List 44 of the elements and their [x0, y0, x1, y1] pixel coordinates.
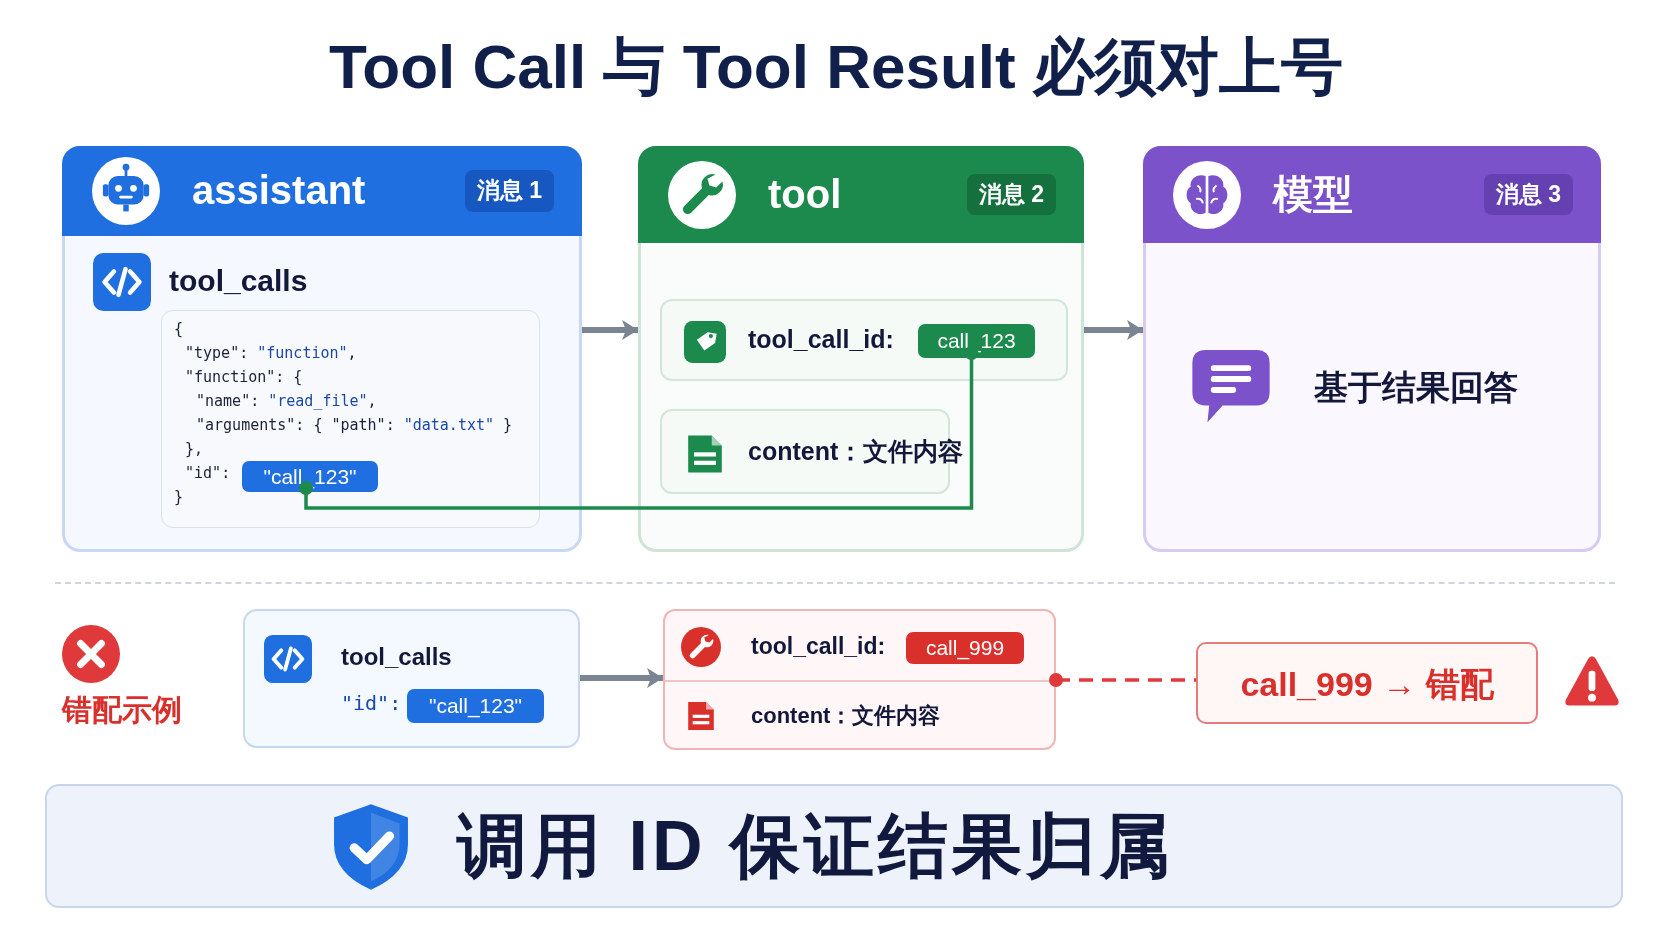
code-line: "arguments": { "path": "data.txt" }: [196, 415, 513, 436]
section-heading: tool_calls: [169, 263, 308, 299]
id-tag: "call_123": [407, 689, 544, 723]
field-label: content：文件内容: [748, 435, 964, 466]
code-line: "name": "read_file",: [196, 391, 377, 412]
title: Tool Call 与 Tool Result 必须对上号: [328, 31, 1344, 103]
code-line: "function": {: [185, 367, 303, 388]
code-line: {: [174, 319, 184, 340]
message-panel: [1143, 146, 1601, 552]
field-label: tool_call_id:: [748, 324, 894, 354]
message-panel: [638, 146, 1084, 552]
panel-title: tool: [768, 170, 842, 218]
code-block: [161, 310, 540, 528]
field-label: content：文件内容: [751, 703, 941, 730]
message-panel: [62, 146, 582, 552]
arrow: [582, 320, 638, 340]
code-line: },: [185, 439, 204, 460]
id-tag: call_123: [918, 324, 1035, 358]
code-line: "type": "function",: [185, 343, 357, 364]
id-tag: call_999: [906, 632, 1024, 664]
message-card: [243, 609, 580, 748]
arrow: [1084, 320, 1143, 340]
code-line: "id":: [185, 463, 231, 484]
message-badge: 消息 3: [1483, 173, 1573, 216]
panel-title: 模型: [1273, 170, 1353, 218]
message-card: [663, 609, 1056, 750]
field-label: tool_call_id:: [751, 633, 886, 661]
panel-title: assistant: [192, 167, 366, 214]
summary-banner: [45, 784, 1623, 908]
connector-line: [1049, 673, 1196, 687]
error-box: [1196, 642, 1538, 724]
summary-text: 调用 ID 保证结果归属: [457, 806, 1174, 887]
section-label: 错配示例: [62, 692, 182, 728]
id-tag: "call_123": [242, 461, 378, 492]
message-badge: 消息 2: [966, 173, 1056, 216]
code-text: "id":: [341, 691, 402, 715]
answer-text: 基于结果回答: [1314, 367, 1518, 408]
field-row: [660, 299, 1068, 381]
code-line: }: [174, 487, 184, 508]
error-text: call_999 → 错配: [1239, 664, 1495, 705]
message-badge: 消息 1: [464, 170, 554, 212]
section-heading: tool_calls: [341, 643, 452, 672]
connector-line: [299, 346, 979, 510]
arrow: [580, 668, 663, 688]
